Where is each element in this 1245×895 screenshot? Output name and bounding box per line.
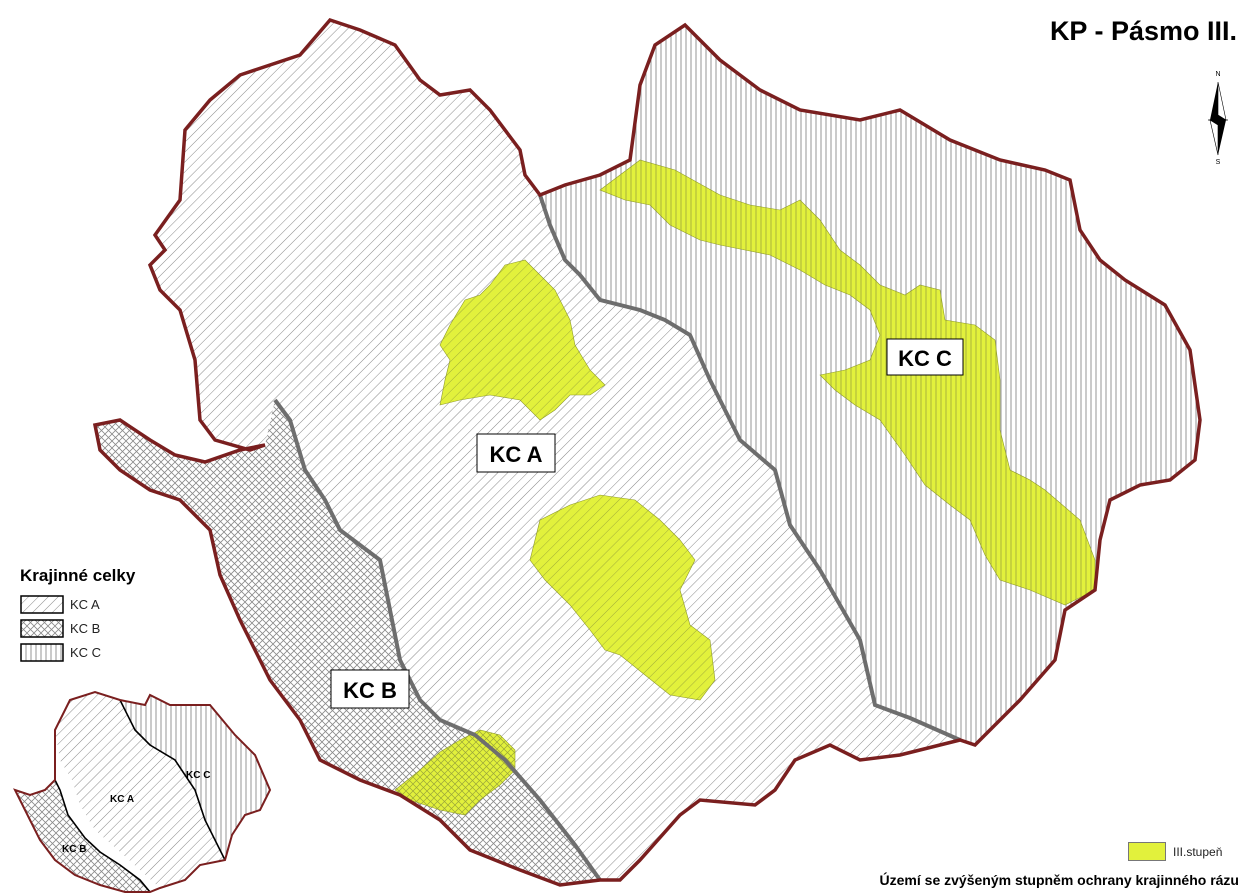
svg-text:N: N <box>1215 71 1220 78</box>
label-kc-a: KC A <box>476 433 556 473</box>
boundary-a-b <box>273 398 602 882</box>
inset-label-kc-b: KC B <box>62 844 86 855</box>
legend-item-kc-a: KC A <box>20 594 135 615</box>
legend-swatch-zone <box>1128 842 1166 861</box>
svg-text:KC A: KC A <box>490 442 543 467</box>
legend-item-zone: III.stupeň <box>1128 842 1222 861</box>
zone-kc-b <box>394 729 516 816</box>
zone-north-a <box>439 259 606 421</box>
label-kc-b: KC B <box>330 669 410 709</box>
boundary-outer <box>92 17 1202 887</box>
inset-kc-c <box>120 695 270 860</box>
map-title: KP - Pásmo III. <box>1049 16 1237 46</box>
label-kc-c: KC C <box>886 338 964 376</box>
legend-label-kc-b: KC B <box>70 621 101 636</box>
boundary-a-c <box>538 194 961 742</box>
north-arrow-icon: N S <box>1208 71 1228 166</box>
legend-label-kc-a: KC A <box>70 597 100 612</box>
legend-item-kc-b: KC B <box>20 618 135 639</box>
svg-text:KC B: KC B <box>343 678 397 703</box>
zone-kc-c <box>599 159 1096 606</box>
legend-label-zone: III.stupeň <box>1173 844 1223 859</box>
inset-label-kc-c: KC C <box>186 770 210 781</box>
legend-swatch-kc-c <box>20 643 64 662</box>
legend-item-kc-c: KC C <box>20 642 135 663</box>
inset-map: KC A KC C KC B <box>13 690 272 893</box>
zone-south-a <box>529 494 716 701</box>
legend-swatch-kc-a <box>20 595 64 614</box>
inset-label-kc-a: KC A <box>110 794 134 805</box>
inset-kc-a <box>55 692 225 888</box>
legend-swatch-kc-b <box>20 619 64 638</box>
legend-title: Krajinné celky <box>20 566 136 585</box>
inset-kc-b <box>15 780 150 892</box>
legend-label-kc-c: KC C <box>70 645 102 660</box>
svg-text:S: S <box>1216 159 1221 166</box>
legend: Krajinné celky KC A KC B KC C <box>20 566 135 666</box>
svg-text:KC C: KC C <box>898 346 952 371</box>
map-footer-caption: Území se zvýšeným stupněm ochrany krajin… <box>879 872 1239 888</box>
